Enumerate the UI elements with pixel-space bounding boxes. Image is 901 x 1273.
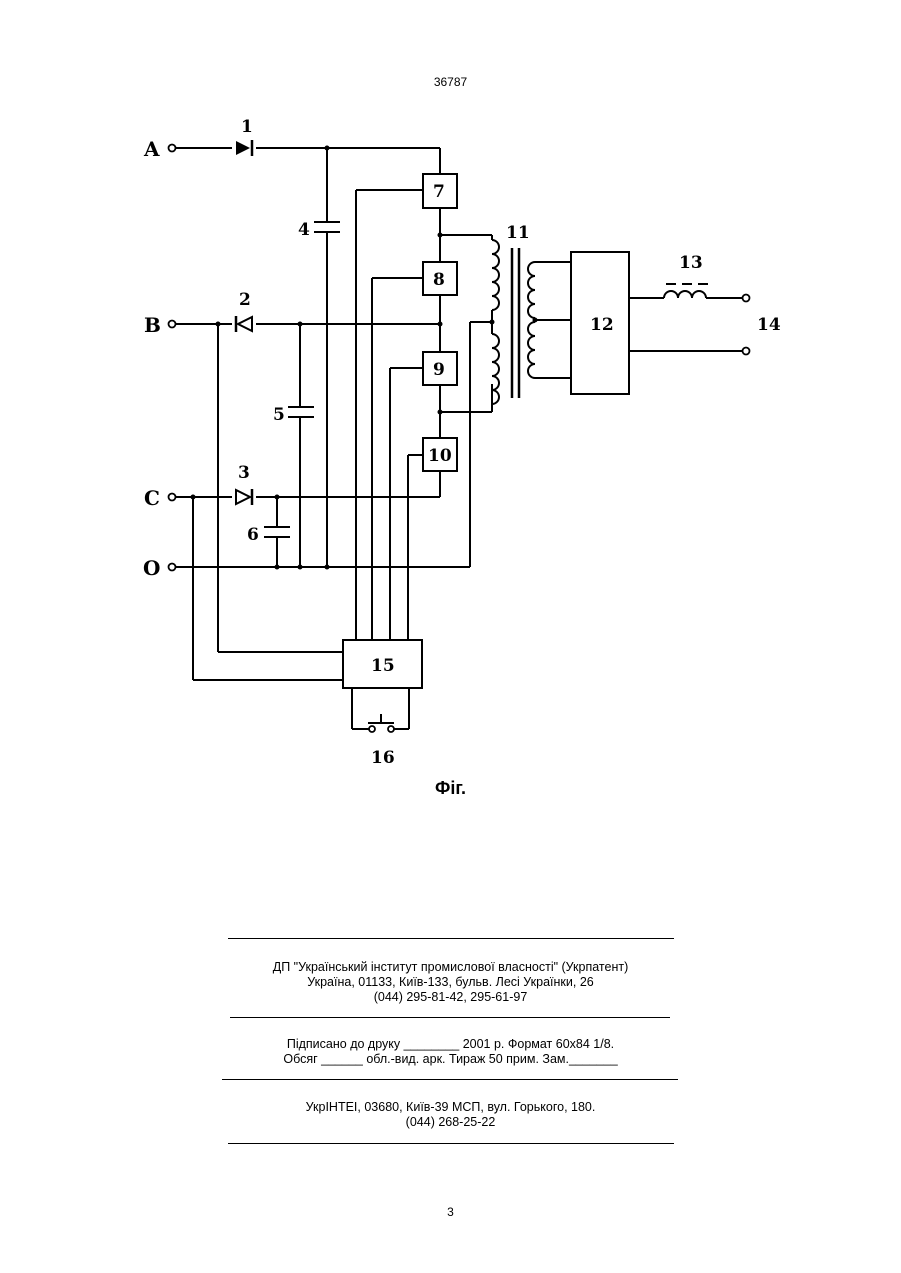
- org-line-2: Україна, 01133, Київ-133, бульв. Лесі Ук…: [0, 975, 901, 990]
- label-capacitor-6: 6: [247, 525, 259, 545]
- output-terminal-2: [743, 348, 750, 355]
- divider-2: [230, 1017, 670, 1018]
- label-block-8: 8: [433, 270, 445, 290]
- label-block-12: 12: [590, 315, 614, 335]
- label-terminal-o: O: [143, 556, 160, 580]
- label-diode-1: 1: [241, 117, 253, 137]
- label-block-9: 9: [433, 360, 445, 380]
- terminal-o: [169, 564, 176, 571]
- label-diode-3: 3: [238, 463, 250, 483]
- terminal-c: [169, 494, 176, 501]
- org-line-3: (044) 295-81-42, 295-61-97: [0, 990, 901, 1005]
- label-transformer-11: 11: [506, 223, 530, 243]
- figure-caption: Фіг.: [0, 778, 901, 799]
- switch-contact-2: [388, 726, 394, 732]
- label-block-10: 10: [428, 446, 452, 466]
- switch-contact-1: [369, 726, 375, 732]
- circuit-diagram: A B C O 1 2 3 4 5 6 7 8 9 10 11 12 13 14…: [105, 100, 795, 780]
- label-block-15: 15: [371, 656, 395, 676]
- sign-line-2: Обсяг ______ обл.-вид. арк. Тираж 50 при…: [0, 1052, 901, 1067]
- divider-4: [228, 1143, 674, 1144]
- label-inductor-13: 13: [679, 253, 703, 273]
- print-line-1: УкрІНТЕІ, 03680, Київ-39 МСП, вул. Горьк…: [0, 1100, 901, 1115]
- label-terminal-b: B: [144, 313, 161, 337]
- label-capacitor-4: 4: [298, 220, 310, 240]
- diode-2: [236, 316, 252, 332]
- label-diode-2: 2: [239, 290, 251, 310]
- output-terminal-1: [743, 295, 750, 302]
- label-terminal-a: A: [143, 137, 160, 161]
- label-switch-16: 16: [371, 748, 395, 768]
- label-output-14: 14: [757, 315, 781, 335]
- diode-3: [236, 489, 252, 505]
- sign-line-1: Підписано до друку ________ 2001 р. Форм…: [0, 1037, 901, 1052]
- page-footer-number: 3: [0, 1205, 901, 1219]
- terminal-a: [169, 145, 176, 152]
- page-header-number: 36787: [0, 75, 901, 89]
- divider-1: [228, 938, 674, 939]
- org-line-1: ДП "Український інститут промислової вла…: [0, 960, 901, 975]
- label-capacitor-5: 5: [273, 405, 285, 425]
- label-block-7: 7: [433, 182, 445, 202]
- label-terminal-c: C: [144, 486, 160, 510]
- divider-3: [222, 1079, 678, 1080]
- terminal-b: [169, 321, 176, 328]
- diode-1: [236, 140, 252, 156]
- print-line-2: (044) 268-25-22: [0, 1115, 901, 1130]
